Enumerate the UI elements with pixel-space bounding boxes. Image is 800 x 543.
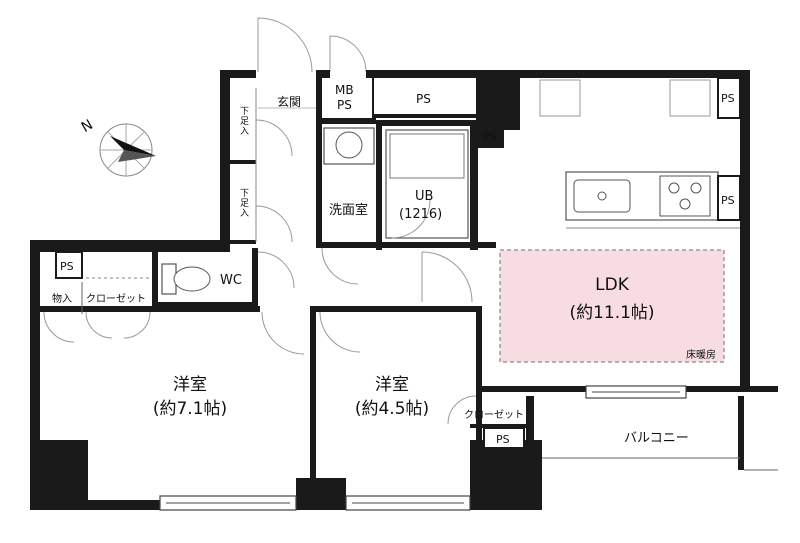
basin-bowl: [335, 131, 363, 159]
kitchen-sink: [573, 179, 631, 213]
closet-west-label: クローゼット: [86, 293, 146, 305]
ps-kitchen-side-label: PS: [721, 194, 735, 207]
closet-b-label: クローゼット: [464, 409, 524, 421]
storage-label: 物入: [52, 292, 72, 305]
ldk-size-label: (約11.1帖): [569, 303, 654, 323]
ub-size-label: (1216): [399, 207, 442, 222]
svg-text:入: 入: [240, 208, 249, 219]
western-b-size-label: (約4.5帖): [355, 399, 429, 419]
toilet-bowl: [173, 266, 211, 292]
ps-ub-label: PS: [483, 130, 497, 143]
floor-heating-label: 床暖房: [686, 348, 716, 361]
cooktop: [659, 175, 711, 217]
north-arrow-icon: [110, 136, 156, 156]
ldk-label: LDK: [595, 275, 630, 295]
windows: [159, 385, 778, 511]
washroom-label: 洗面室: [329, 202, 368, 218]
shoe-cabinet-upper: 下 足 入: [240, 107, 249, 137]
ps-west-label: PS: [60, 260, 74, 273]
ps-kitchen-top-label: PS: [721, 92, 735, 105]
western-a-label: 洋室: [173, 375, 207, 395]
svg-text:足: 足: [240, 198, 249, 209]
svg-text:足: 足: [240, 116, 249, 127]
entrance-doors: [257, 17, 367, 73]
entrance-label: 玄関: [277, 94, 301, 109]
compass-rose: N: [79, 117, 156, 177]
kitchen-cabinet-left: [539, 79, 581, 117]
kitchen-cabinet-right: [669, 79, 711, 117]
ub-label: UB: [415, 189, 433, 204]
floor-heating-area: [499, 249, 725, 363]
mbps-label-2: PS: [337, 98, 352, 112]
ps-top-label: PS: [416, 92, 431, 106]
north-label: N: [79, 117, 96, 136]
svg-text:下: 下: [240, 189, 249, 199]
svg-text:入: 入: [240, 126, 249, 137]
balcony-label: バルコニー: [624, 431, 689, 446]
mbps-label-1: MB: [335, 83, 354, 97]
walls: [30, 70, 778, 510]
svg-text:下: 下: [240, 107, 249, 117]
shoe-cabinet-lower: 下 足 入: [240, 189, 249, 219]
western-a-size-label: (約7.1帖): [153, 399, 227, 419]
entrance-area: [255, 88, 316, 243]
ps-south-label: PS: [496, 433, 510, 446]
western-b-label: 洋室: [375, 375, 409, 395]
wc-label: WC: [220, 273, 242, 288]
